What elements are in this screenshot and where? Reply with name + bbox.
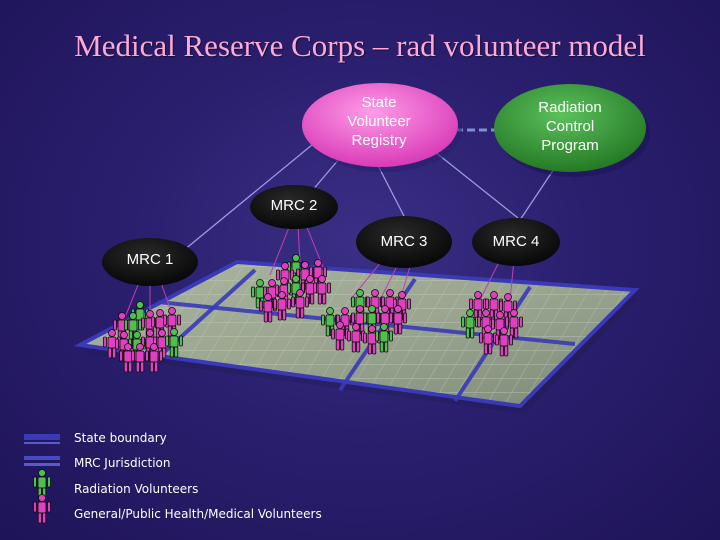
mrc1-node bbox=[102, 238, 198, 286]
mrc3-label: MRC 3 bbox=[380, 233, 428, 250]
legend-radiation-volunteers: Radiation Volunteers bbox=[74, 482, 199, 496]
radiation-control-program-node bbox=[494, 84, 650, 177]
legend-general-volunteer-icon bbox=[33, 494, 51, 524]
mrc1-label: MRC 1 bbox=[126, 251, 174, 268]
legend-mrc-jurisdiction-swatch bbox=[24, 456, 60, 466]
page-title: Medical Reserve Corps – rad volunteer mo… bbox=[74, 28, 646, 63]
mrc2-node bbox=[250, 185, 338, 229]
mrc4-label: MRC 4 bbox=[492, 233, 540, 250]
mrc2-label: MRC 2 bbox=[270, 197, 318, 214]
state-volunteer-registry-node bbox=[302, 83, 462, 172]
radiation-control-program-label: Radiation Control Program bbox=[538, 99, 602, 154]
legend-state-boundary-swatch bbox=[24, 434, 60, 444]
legend-mrc-jurisdiction: MRC Jurisdiction bbox=[74, 456, 171, 470]
legend-state-boundary: State boundary bbox=[74, 431, 167, 445]
legend-radiation-volunteer-icon bbox=[33, 469, 51, 499]
state-volunteer-registry-label: State Volunteer Registry bbox=[347, 94, 411, 149]
legend-general-volunteers: General/Public Health/Medical Volunteers bbox=[74, 507, 322, 521]
mrc4-node bbox=[472, 218, 560, 266]
mrc3-node bbox=[356, 216, 452, 268]
